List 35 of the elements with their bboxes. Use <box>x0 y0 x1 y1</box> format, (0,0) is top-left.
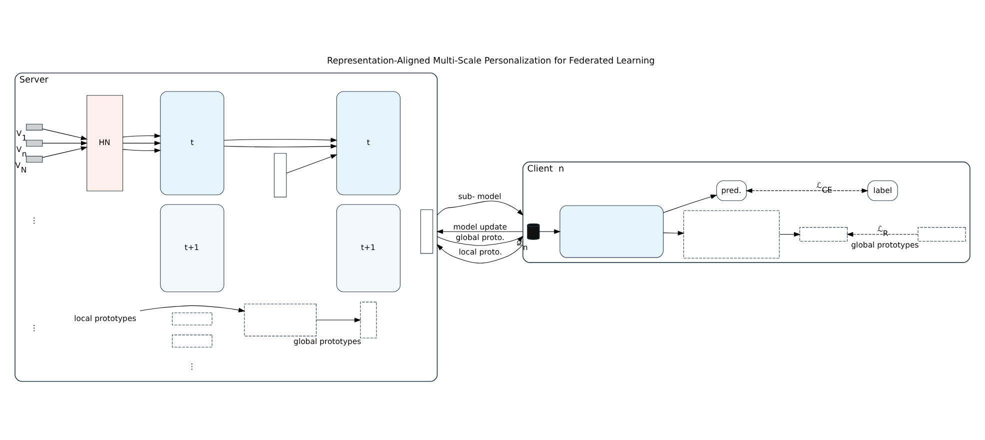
arrow <box>436 200 524 216</box>
node-box <box>420 210 434 254</box>
arrow <box>122 133 162 138</box>
arrow <box>140 305 246 312</box>
arrow <box>316 318 362 322</box>
arrow <box>224 144 338 149</box>
arrow <box>662 194 718 214</box>
arrow <box>663 230 684 236</box>
arrow <box>122 140 162 146</box>
arrow <box>224 138 338 142</box>
node-box <box>244 304 316 336</box>
arrow <box>436 236 524 246</box>
node-box <box>360 302 377 338</box>
diagram-title: Representation-Aligned Multi-Scale Personalization for Federated Learning <box>326 56 655 66</box>
node-box <box>172 334 212 348</box>
arrow <box>779 232 801 237</box>
node-box <box>918 227 966 242</box>
arrow <box>42 146 88 158</box>
arrow <box>846 232 918 237</box>
node-box <box>26 140 43 146</box>
arrow <box>42 128 88 140</box>
arrow <box>42 140 88 146</box>
node-box <box>26 124 43 130</box>
node-box <box>172 312 212 326</box>
node-box <box>683 210 780 258</box>
arrow <box>436 229 524 234</box>
arrow <box>746 188 868 194</box>
arrow <box>436 244 524 264</box>
arrow <box>122 148 162 153</box>
node-box <box>274 153 287 198</box>
node-box <box>799 227 848 242</box>
arrow <box>286 154 338 174</box>
node-box <box>560 205 664 258</box>
node-box <box>26 156 43 163</box>
arrow <box>539 229 561 234</box>
